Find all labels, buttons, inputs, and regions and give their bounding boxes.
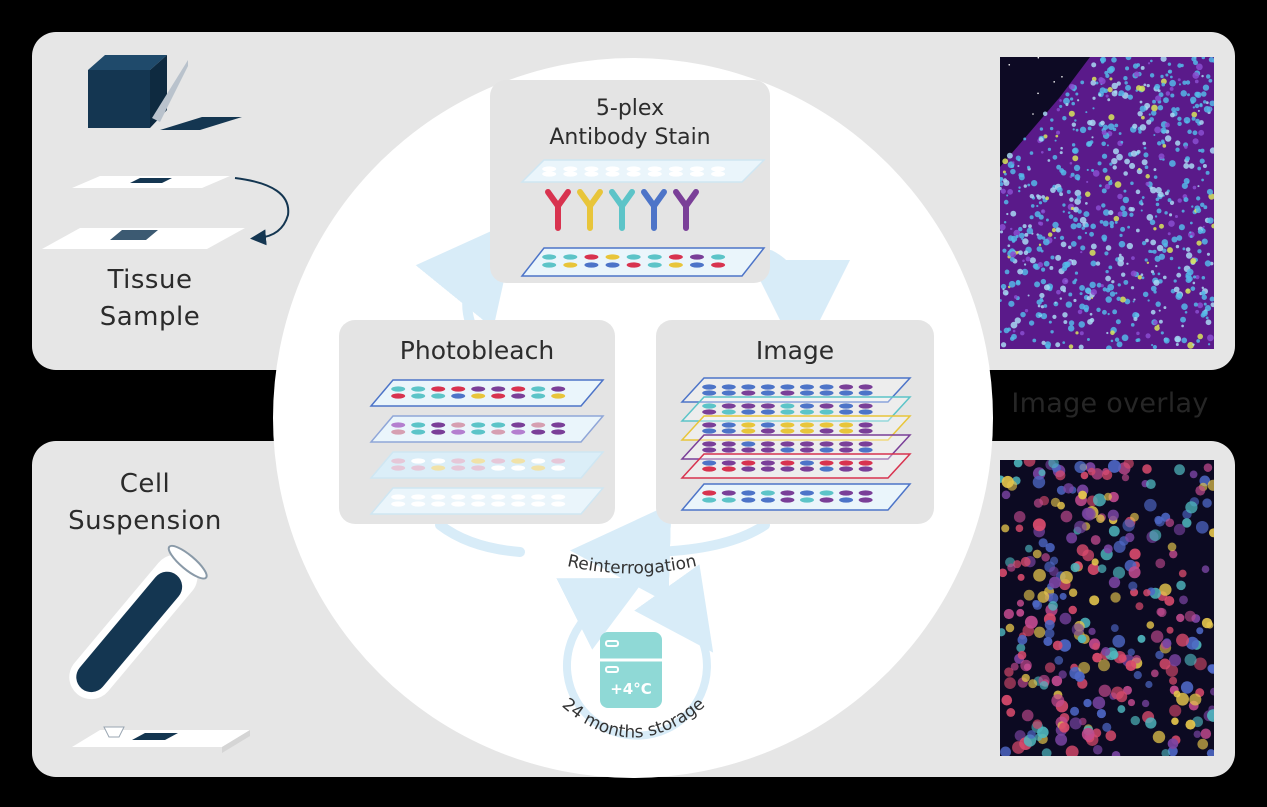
slide-icon	[42, 176, 245, 249]
tissue-label-line2: Sample	[99, 302, 201, 332]
tissue-micrograph	[1000, 57, 1214, 349]
cell-label-line1: Cell	[119, 469, 171, 499]
transfer-arrow	[234, 177, 290, 246]
antibody-stain-title: 5-plex Antibody Stain	[490, 94, 770, 152]
antibody-icons	[545, 189, 699, 231]
stain-title-line1: 5-plex	[595, 96, 665, 121]
test-tube-icon	[69, 544, 208, 700]
stain-title-line2: Antibody Stain	[549, 125, 711, 150]
cell-suspension-label: Cell Suspension	[45, 466, 245, 540]
fridge-temperature: +4°C	[610, 680, 652, 698]
tissue-block-icon	[88, 55, 242, 130]
photobleach-layers	[369, 379, 605, 515]
stained-layer	[520, 247, 766, 277]
tissue-sample-label: Tissue Sample	[60, 262, 240, 336]
photobleach-box: Photobleach	[339, 320, 615, 524]
cell-micrograph	[1000, 460, 1214, 756]
fridge-icon	[600, 632, 662, 708]
storage-cycle-icon	[556, 564, 714, 740]
tissue-label-line1: Tissue	[107, 265, 193, 295]
image-layers	[680, 377, 912, 511]
photobleach-title: Photobleach	[399, 336, 555, 365]
antibody-stain-box: 5-plex Antibody Stain	[490, 80, 770, 283]
cell-label-line2: Suspension	[68, 506, 222, 536]
cycle-arrows	[415, 219, 850, 604]
antibody-stain-illustration	[520, 159, 766, 277]
image-box: Image	[656, 320, 934, 524]
cell-slide-icon	[72, 726, 250, 753]
image-overlay-label: Image overlay	[1011, 388, 1209, 419]
unstained-layer	[520, 159, 766, 183]
image-title: Image	[755, 336, 835, 365]
